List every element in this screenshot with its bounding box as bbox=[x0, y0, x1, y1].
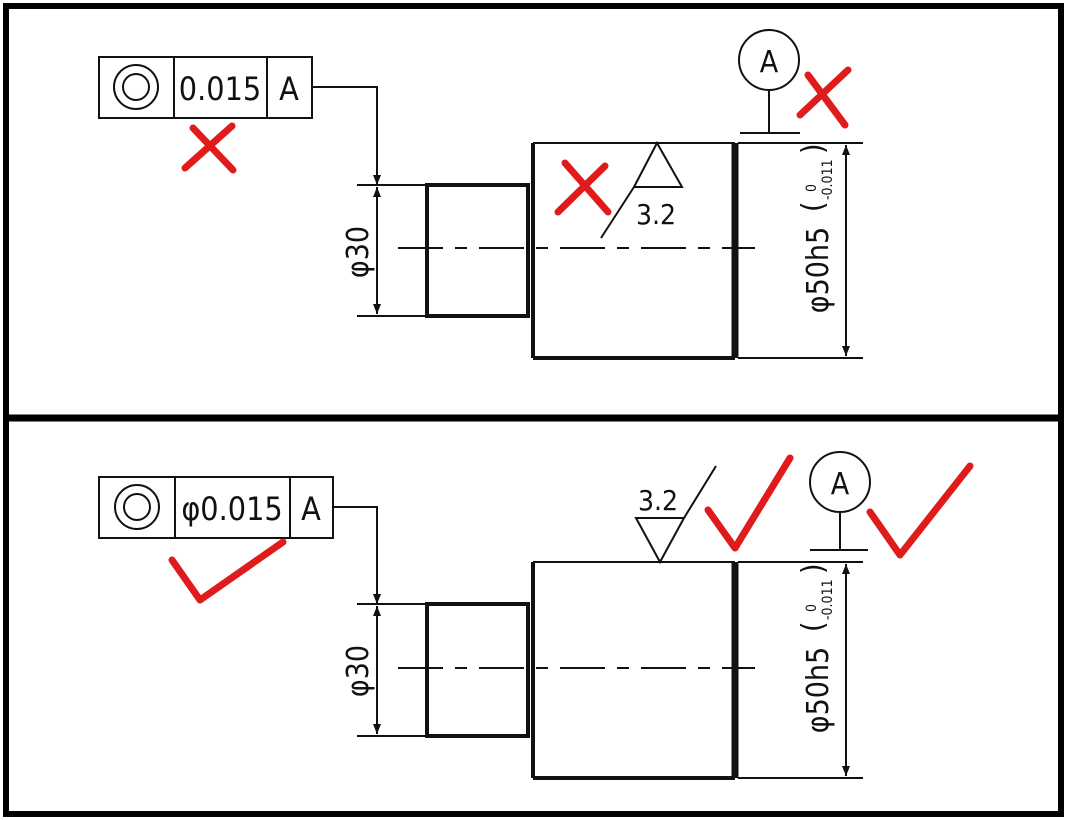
svg-text:(: ( bbox=[796, 201, 831, 212]
fcf-datum: A bbox=[301, 490, 321, 528]
svg-text:0: 0 bbox=[804, 604, 820, 612]
small-diameter-label: φ30 bbox=[341, 645, 376, 697]
small-diameter-label: φ30 bbox=[341, 226, 376, 278]
check-mark-icon bbox=[704, 454, 794, 552]
small-cylinder bbox=[425, 602, 530, 738]
leader-line bbox=[333, 506, 381, 604]
svg-text:φ50h5: φ50h5 bbox=[801, 227, 836, 313]
outer-frame bbox=[3, 3, 1064, 817]
datum-label: A bbox=[831, 467, 850, 502]
svg-text:): ) bbox=[796, 143, 831, 154]
bottom-panel: φ0.015 A φ30 3.2 A φ50h5 ( 0 -0.011 ) bbox=[98, 451, 974, 780]
concentricity-icon bbox=[113, 64, 159, 110]
roughness-value: 3.2 bbox=[638, 484, 678, 517]
cross-mark-icon bbox=[796, 66, 852, 129]
large-diameter-label: φ50h5 ( 0 -0.011 ) bbox=[796, 563, 836, 733]
small-cylinder bbox=[425, 183, 530, 318]
large-cylinder bbox=[531, 142, 739, 360]
datum-symbol: A bbox=[738, 29, 800, 134]
roughness-symbol: 3.2 bbox=[600, 140, 684, 239]
large-cylinder bbox=[531, 561, 739, 780]
datum-label: A bbox=[760, 45, 779, 80]
check-mark-icon bbox=[168, 538, 287, 604]
roughness-symbol: 3.2 bbox=[634, 465, 717, 565]
cross-mark-icon bbox=[181, 122, 237, 174]
feature-control-frame: φ0.015 A bbox=[98, 476, 334, 539]
concentricity-icon bbox=[114, 484, 160, 530]
svg-text:φ50h5: φ50h5 bbox=[801, 647, 836, 733]
feature-control-frame: 0.015 A bbox=[98, 56, 313, 119]
cross-mark-icon bbox=[554, 159, 612, 216]
svg-text:(: ( bbox=[796, 621, 831, 632]
roughness-value: 3.2 bbox=[636, 198, 676, 231]
top-panel: 0.015 A φ30 3.2 A φ50h5 ( 0 -0.011 ) bbox=[98, 29, 863, 360]
svg-text:0: 0 bbox=[804, 184, 820, 192]
datum-symbol: A bbox=[809, 451, 871, 551]
large-diameter-label: φ50h5 ( 0 -0.011 ) bbox=[796, 143, 836, 313]
svg-text:-0.011: -0.011 bbox=[820, 159, 836, 200]
svg-text:): ) bbox=[796, 563, 831, 574]
fcf-datum: A bbox=[279, 70, 299, 108]
svg-text:-0.011: -0.011 bbox=[820, 579, 836, 620]
leader-line bbox=[312, 86, 381, 185]
check-mark-icon bbox=[866, 462, 974, 559]
fcf-tolerance: φ0.015 bbox=[181, 490, 282, 528]
fcf-tolerance: 0.015 bbox=[179, 70, 261, 108]
